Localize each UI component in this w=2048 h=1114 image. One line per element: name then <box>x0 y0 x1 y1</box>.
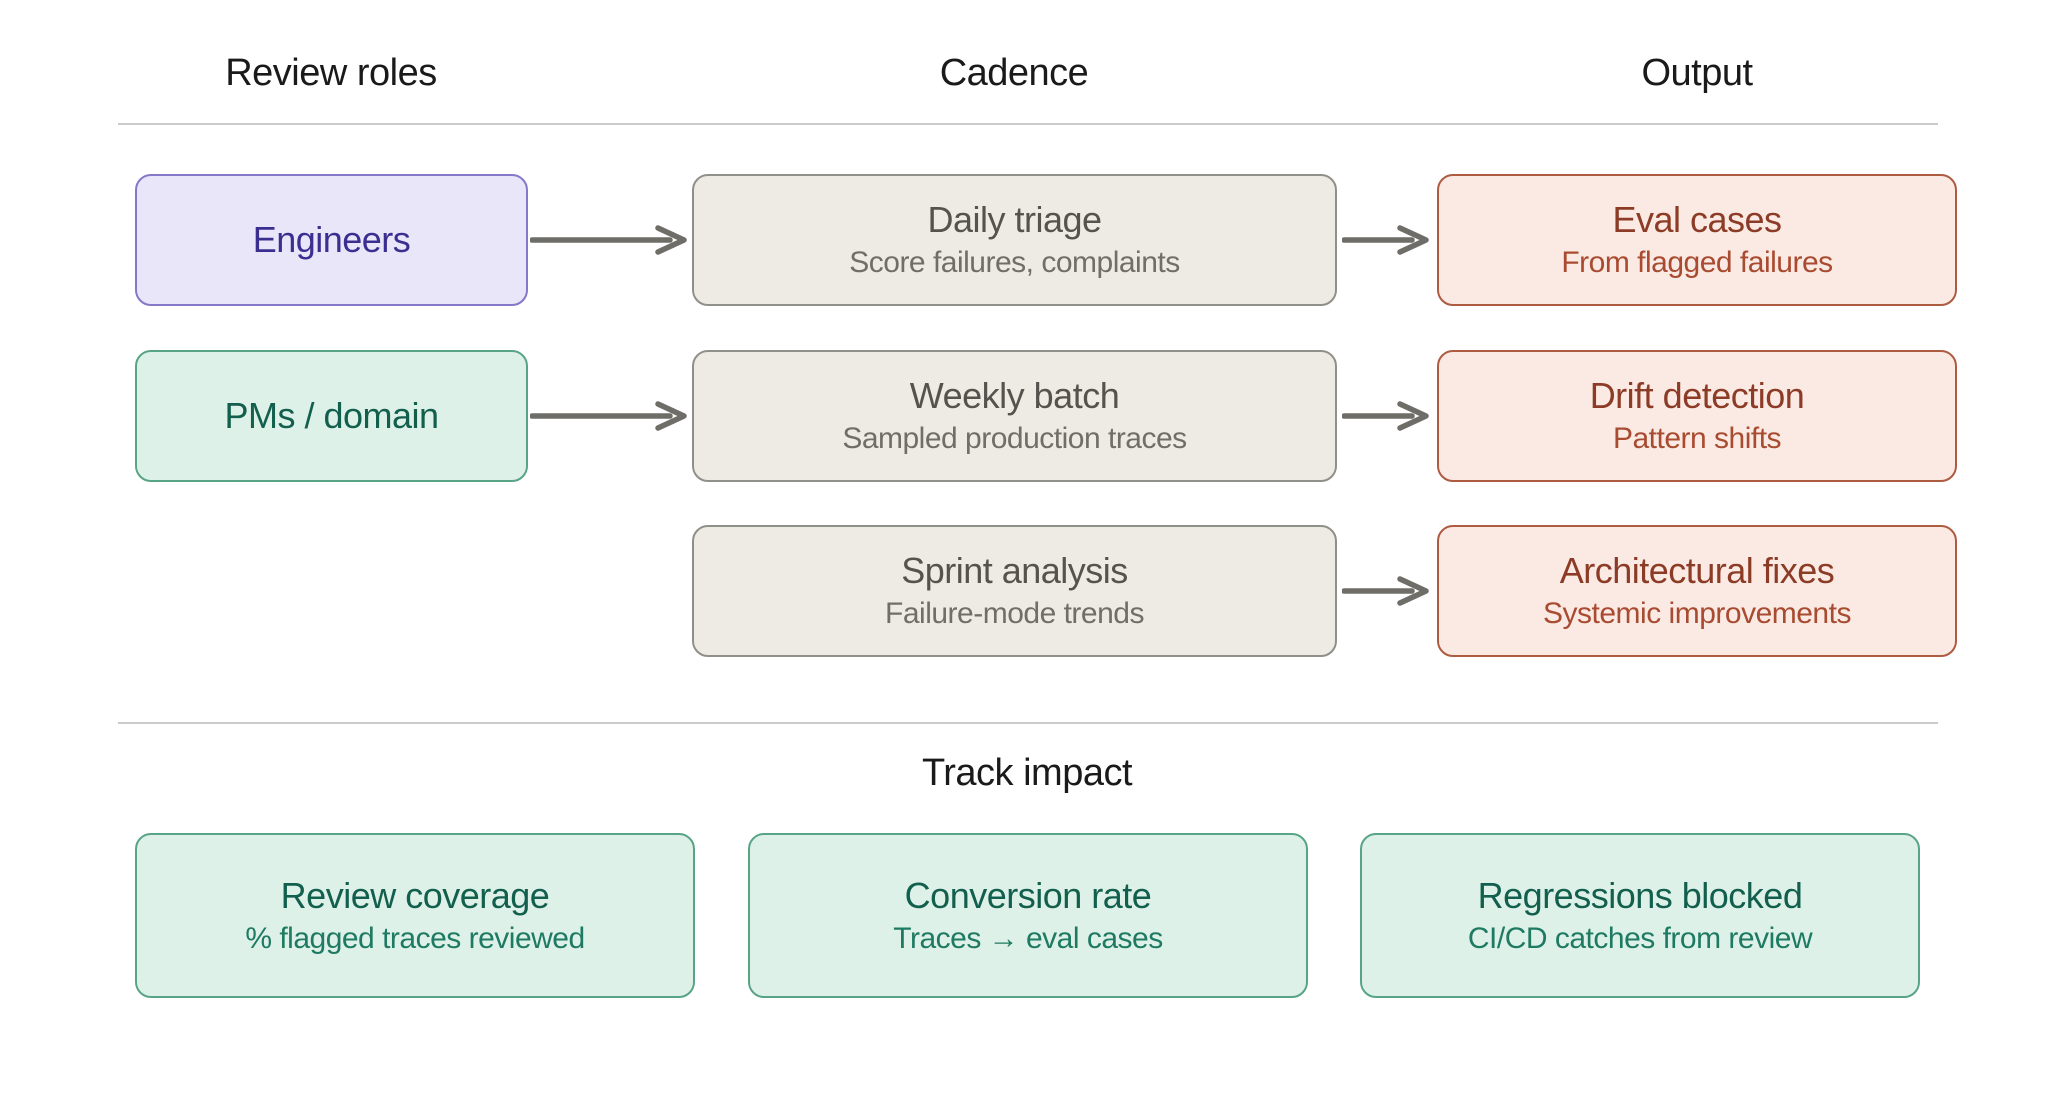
output-box-eval-cases: Eval cases From flagged failures <box>1437 174 1957 306</box>
cadence-subtitle: Failure-mode trends <box>885 597 1144 631</box>
role-box-pms-domain: PMs / domain <box>135 350 528 482</box>
column-header-review-roles: Review roles <box>225 52 437 94</box>
track-impact-heading: Track impact <box>921 752 1133 794</box>
output-title: Eval cases <box>1612 199 1782 241</box>
role-box-engineers: Engineers <box>135 174 528 306</box>
column-header-output: Output <box>1641 52 1753 94</box>
impact-title: Review coverage <box>280 874 550 916</box>
arrow-right-icon <box>1342 576 1429 606</box>
impact-card-regressions-blocked: Regressions blocked CI/CD catches from r… <box>1360 833 1920 998</box>
cadence-subtitle: Score failures, complaints <box>849 246 1180 280</box>
output-subtitle: Pattern shifts <box>1612 422 1782 456</box>
cadence-box-daily-triage: Daily triage Score failures, complaints <box>692 174 1337 306</box>
output-box-drift-detection: Drift detection Pattern shifts <box>1437 350 1957 482</box>
section-divider <box>118 722 1938 724</box>
cadence-title: Sprint analysis <box>901 550 1128 592</box>
impact-subtitle: CI/CD catches from review <box>1467 921 1813 955</box>
role-label: PMs / domain <box>224 395 439 437</box>
impact-subtitle: Traces → eval cases <box>893 921 1163 955</box>
arrow-right-icon <box>1342 401 1429 431</box>
impact-card-review-coverage: Review coverage % flagged traces reviewe… <box>135 833 695 998</box>
role-label: Engineers <box>252 219 411 261</box>
impact-title: Conversion rate <box>904 874 1152 916</box>
cadence-title: Weekly batch <box>909 375 1120 417</box>
output-title: Architectural fixes <box>1559 550 1835 592</box>
impact-subtitle: % flagged traces reviewed <box>245 921 585 955</box>
impact-title: Regressions blocked <box>1477 874 1803 916</box>
cadence-title: Daily triage <box>927 199 1102 241</box>
arrow-right-icon <box>1342 225 1429 255</box>
cadence-box-sprint-analysis: Sprint analysis Failure-mode trends <box>692 525 1337 657</box>
column-header-cadence: Cadence <box>939 52 1089 94</box>
arrow-right-icon <box>530 225 687 255</box>
impact-card-conversion-rate: Conversion rate Traces → eval cases <box>748 833 1308 998</box>
cadence-subtitle: Sampled production traces <box>842 422 1187 456</box>
arrow-right-icon <box>530 401 687 431</box>
output-subtitle: Systemic improvements <box>1543 597 1851 631</box>
cadence-box-weekly-batch: Weekly batch Sampled production traces <box>692 350 1337 482</box>
output-subtitle: From flagged failures <box>1561 246 1833 280</box>
output-title: Drift detection <box>1589 375 1805 417</box>
header-divider <box>118 123 1938 125</box>
output-box-architectural-fixes: Architectural fixes Systemic improvement… <box>1437 525 1957 657</box>
